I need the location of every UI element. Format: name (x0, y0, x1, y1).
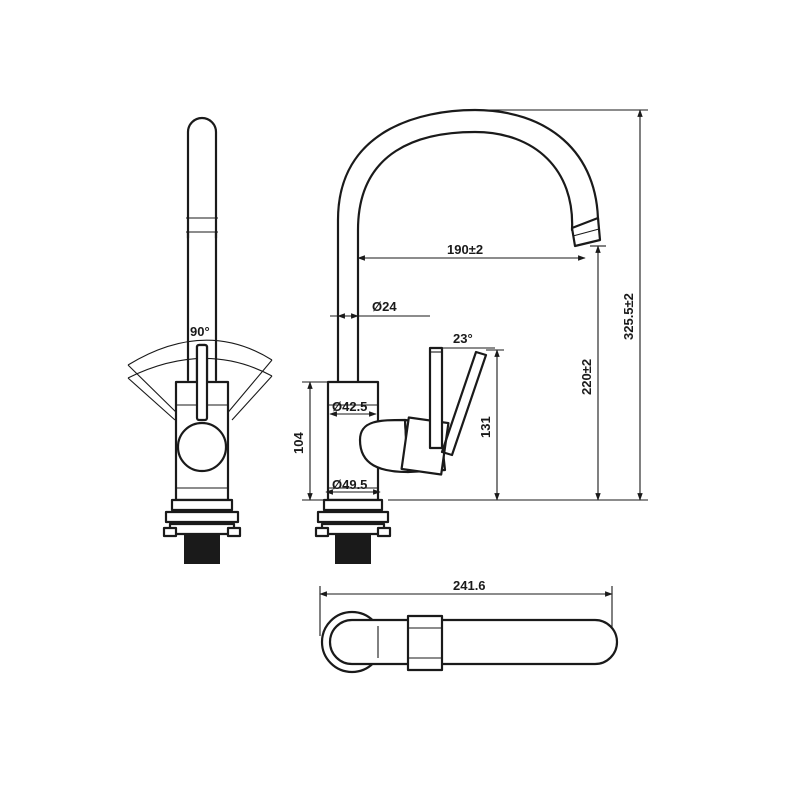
svg-text:Ø24: Ø24 (372, 299, 397, 314)
svg-text:Ø42.5: Ø42.5 (332, 399, 367, 414)
dim-body-height: 104 (291, 381, 328, 501)
svg-text:104: 104 (291, 432, 306, 454)
angle-rotation-label: 90° (190, 324, 210, 339)
dim-base-diameter: Ø49.5 (325, 477, 381, 495)
top-view: 241.6 (319, 578, 619, 674)
svg-text:220±2: 220±2 (579, 359, 594, 395)
dim-handle-angle: 23° (430, 331, 495, 349)
dim-handle-height: 131 (388, 349, 504, 501)
rotation-arc (127, 339, 273, 421)
top-spout (328, 618, 619, 666)
front-view: 90° (127, 116, 273, 564)
dim-body-diameter: Ø42.5 (329, 399, 377, 417)
svg-text:131: 131 (478, 416, 493, 438)
svg-text:23°: 23° (453, 331, 473, 346)
dim-total-length: 241.6 (319, 578, 613, 636)
dim-outlet-height: 220±2 (504, 245, 606, 501)
side-handle-lever (428, 346, 444, 450)
svg-text:Ø49.5: Ø49.5 (332, 477, 367, 492)
side-handle-lever-tilted (440, 350, 488, 457)
svg-text:241.6: 241.6 (453, 578, 486, 593)
top-handle (406, 614, 444, 672)
front-mounting-shank (184, 534, 220, 564)
side-spout-gooseneck (336, 108, 600, 384)
side-view: 190±2 Ø24 23° Ø42.5 Ø49.5 104 (291, 108, 648, 564)
dim-reach: 190±2 (357, 242, 586, 261)
svg-text:325.5±2: 325.5±2 (621, 293, 636, 340)
front-handle-hub (176, 421, 228, 473)
dim-total-height: 325.5±2 (475, 109, 648, 501)
svg-text:190±2: 190±2 (447, 242, 483, 257)
front-spout-tube (186, 116, 218, 382)
side-mounting-shank (335, 534, 371, 564)
dim-spout-diameter: Ø24 (330, 299, 430, 319)
